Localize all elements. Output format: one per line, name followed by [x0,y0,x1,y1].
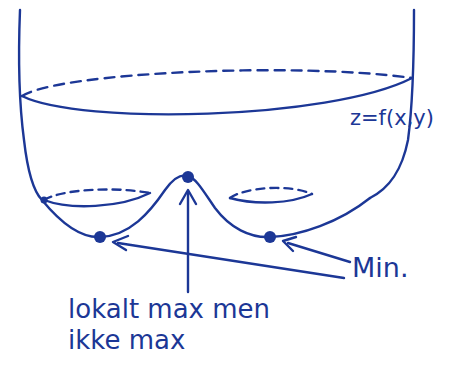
function-label: z=f(x,y) [350,106,468,131]
small-level-right-back [230,188,312,198]
minimum-dot [264,231,276,243]
cup-right-wall [370,10,414,198]
minimum-label: Min. [352,252,462,284]
dot [41,197,48,204]
leader-line [118,243,344,278]
local-max-note: lokalt max men ikke max [68,294,308,356]
leader-line [187,192,189,292]
minimum-dot [94,231,106,243]
small-level-right-front [230,194,312,203]
arrow-head [113,236,128,250]
arrow-head [283,237,296,251]
level-curve-back [22,70,412,96]
arrow-head [180,190,196,204]
local-max-dot [182,171,194,183]
leader-line [288,243,350,262]
cup-left-wall [19,10,42,200]
bottom-profile [42,175,370,237]
small-level-left-back [44,189,150,200]
